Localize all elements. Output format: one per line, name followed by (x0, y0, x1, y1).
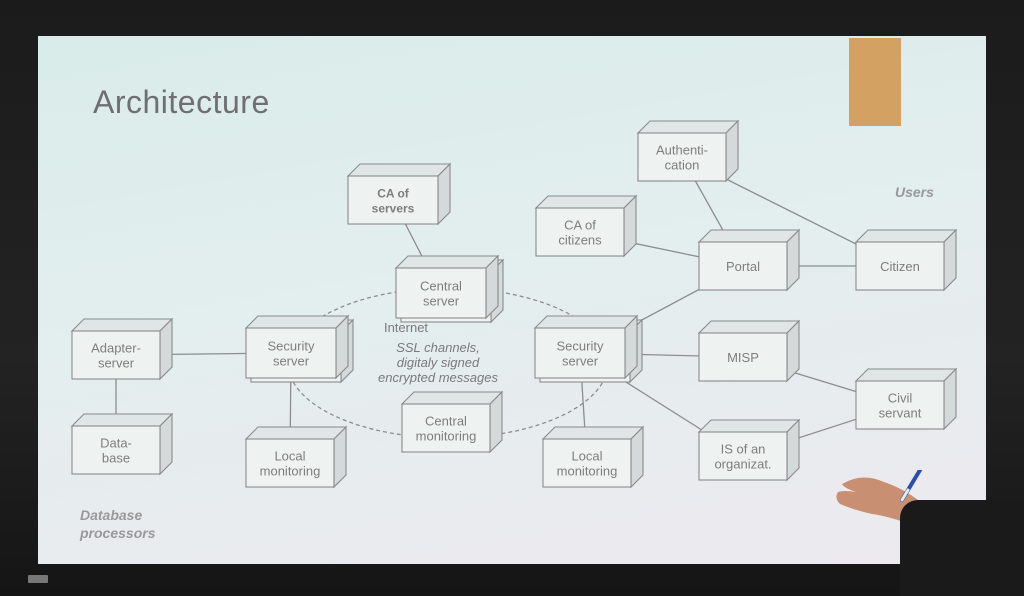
node-label: Authenti- (656, 143, 708, 158)
node-label: monitoring (416, 429, 477, 444)
node-portal: Portal (697, 228, 801, 292)
node-label: Security (268, 339, 315, 354)
node-label: base (102, 451, 130, 466)
node-label: server (98, 356, 135, 371)
node-label: server (423, 294, 460, 309)
node-label: Local (571, 449, 602, 464)
node-database: Data-base (70, 412, 174, 476)
diagram-edges (115, 156, 901, 464)
internet-description: encrypted messages (378, 370, 498, 385)
node-label: CA of (564, 218, 596, 233)
node-citizen: Citizen (854, 228, 958, 292)
node-label: monitoring (557, 464, 618, 479)
architecture-diagram: CA ofserversCentralserverAuthenti-cation… (70, 119, 958, 541)
node-label: servant (879, 406, 922, 421)
node-label: organizat. (714, 457, 771, 472)
node-label: citizens (558, 233, 602, 248)
node-label: Security (557, 339, 604, 354)
node-label: Citizen (880, 259, 920, 274)
node-label: Central (425, 414, 467, 429)
node-label: server (562, 354, 599, 369)
node-label: MISP (727, 350, 759, 365)
diagram-nodes: CA ofserversCentralserverAuthenti-cation… (70, 119, 958, 489)
node-label: Adapter- (91, 341, 141, 356)
node-label: server (273, 354, 310, 369)
node-label: Data- (100, 436, 132, 451)
internet-label: Internet (384, 320, 428, 335)
node-label: Local (274, 449, 305, 464)
users-group-label: Users (895, 184, 934, 200)
node-label: cation (665, 158, 700, 173)
node-label: IS of an (721, 442, 766, 457)
node-adapter-server: Adapter-server (70, 317, 174, 381)
node-label: CA of (377, 187, 410, 201)
monitor-brand-logo (28, 575, 48, 583)
internet-description: digitaly signed (397, 355, 480, 370)
database-processors-label: Database (80, 507, 142, 523)
node-label: monitoring (260, 464, 321, 479)
node-label: Central (420, 279, 462, 294)
presenter-sleeve (900, 500, 1024, 596)
slide-accent-bar (849, 38, 901, 126)
node-misp: MISP (697, 319, 801, 383)
internet-description: SSL channels, (396, 340, 480, 355)
node-label: servers (372, 202, 415, 216)
node-label: Portal (726, 259, 760, 274)
node-authentication: Authenti-cation (636, 119, 740, 183)
node-label: Civil (888, 391, 913, 406)
slide-title: Architecture (93, 84, 270, 120)
database-processors-label: processors (79, 525, 156, 541)
